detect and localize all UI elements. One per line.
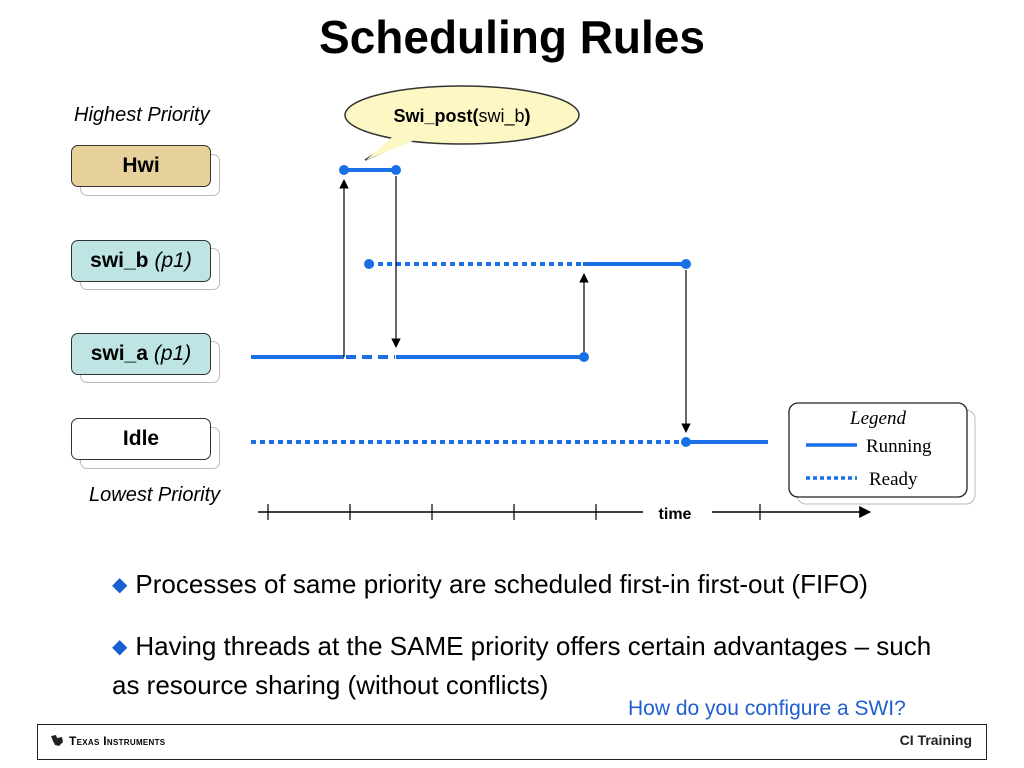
legend-title: Legend (849, 408, 906, 429)
thread-idle-name: Idle (122, 427, 160, 450)
diamond-bullet-icon: ◆ (112, 574, 128, 596)
thread-swi-b-priority: (p1) (154, 249, 192, 272)
thread-swi-a-name: swi_a (90, 342, 148, 365)
legend-ready-label: Ready (869, 469, 918, 490)
hwi-start-dot (339, 165, 349, 175)
course-label: CI Training (899, 732, 972, 748)
thread-swi-a-priority: (p1) (153, 342, 192, 365)
svg-text:Swi_post(swi_b): Swi_post(swi_b) (393, 106, 530, 127)
bullet-same-priority: ◆Having threads at the SAME priority off… (112, 628, 952, 703)
timeline-diagram: Swi_post(swi_b) time Legend Runnin (251, 85, 976, 523)
bullet-fifo: ◆ Processes of same priority are schedule… (112, 566, 972, 605)
callout-arg: swi_b (478, 106, 524, 127)
legend-running-label: Running (866, 436, 932, 457)
legend: Legend Running Ready (788, 402, 976, 505)
slide-title: Scheduling Rules (319, 11, 705, 63)
lowest-priority-label: Lowest Priority (89, 484, 221, 506)
time-axis-label: time (659, 506, 692, 523)
swi-b-end-dot (681, 259, 691, 269)
footer-bar: Texas Instruments CI Training (37, 724, 987, 760)
thread-idle: Idle (71, 418, 211, 460)
thread-hwi: Hwi (71, 145, 211, 187)
thread-hwi-name: Hwi (122, 154, 160, 177)
swi-post-callout: Swi_post(swi_b) (344, 85, 580, 161)
idle-start-dot (681, 437, 691, 447)
texas-instruments-logo: Texas Instruments (50, 734, 165, 748)
configure-swi-link[interactable]: How do you configure a SWI? (628, 697, 906, 720)
thread-swi-b: swi_b(p1) (71, 240, 211, 282)
company-name: Texas Instruments (69, 734, 166, 748)
highest-priority-label: Highest Priority (74, 104, 210, 126)
thread-swi-a: swi_a(p1) (71, 333, 211, 375)
callout-close: ) (525, 106, 531, 126)
hwi-end-dot (391, 165, 401, 175)
swi-b-post-dot (364, 259, 374, 269)
callout-func: Swi_post( (393, 106, 478, 126)
diamond-bullet-icon: ◆ (112, 636, 128, 658)
bullet-fifo-text: Processes of same priority are scheduled… (135, 569, 868, 599)
time-axis: time (258, 504, 872, 523)
bullet-same-priority-text: Having threads at the SAME priority offe… (112, 631, 932, 700)
thread-swi-b-name: swi_b (90, 249, 149, 272)
ti-state-icon (51, 735, 63, 746)
swi-a-end-dot (579, 352, 589, 362)
